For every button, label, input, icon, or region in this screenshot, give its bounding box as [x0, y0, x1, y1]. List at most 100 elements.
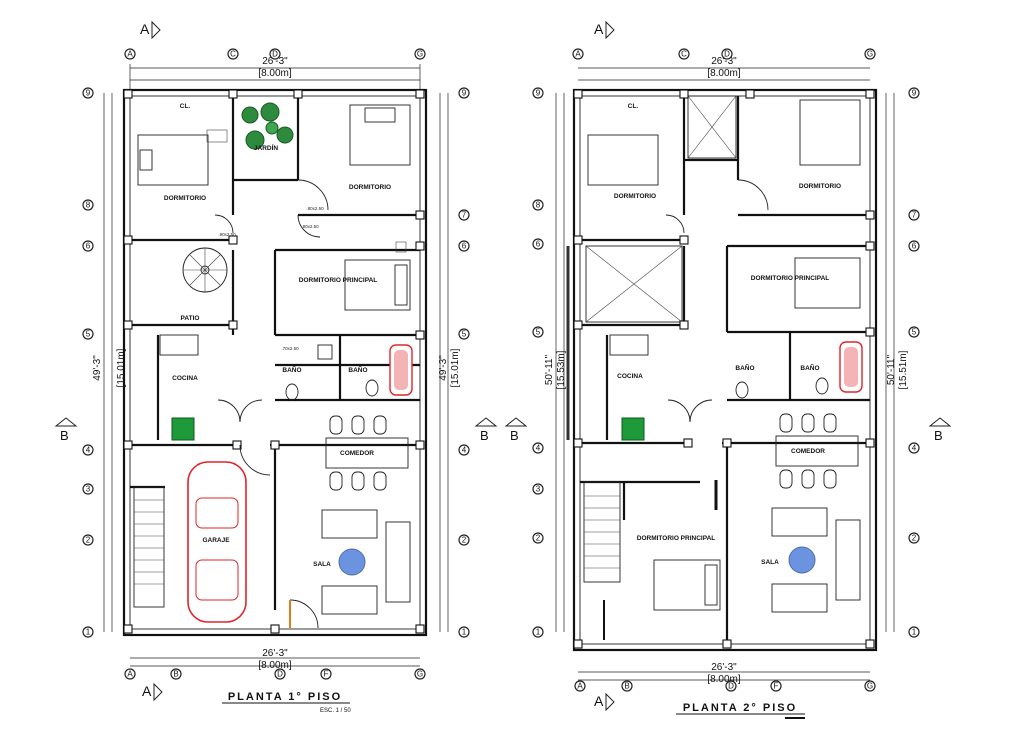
svg-text:3: 3	[86, 485, 91, 494]
svg-text:9: 9	[912, 89, 917, 98]
svg-text:B: B	[173, 670, 178, 679]
svg-text:3: 3	[536, 485, 541, 494]
svg-text:5: 5	[536, 328, 541, 337]
toilets	[285, 344, 379, 401]
room-comedor: COMEDOR	[340, 450, 374, 457]
svg-text:D: D	[724, 50, 730, 59]
svg-text:49'-3": 49'-3"	[92, 355, 103, 381]
svg-text:49'-3": 49'-3"	[438, 355, 449, 381]
svg-text:D: D	[277, 670, 283, 679]
bed-dormitorio-2	[349, 104, 411, 166]
svg-text:6: 6	[912, 242, 917, 251]
section-marker-a-bottom: A	[142, 682, 163, 702]
svg-text:4: 4	[86, 446, 91, 455]
walls-second-floor	[572, 88, 878, 652]
svg-text:G: G	[417, 670, 423, 679]
svg-text:D: D	[728, 682, 734, 691]
bathtub	[389, 344, 413, 396]
svg-text:[15.53m]: [15.53m]	[556, 350, 567, 389]
svg-text:F: F	[324, 670, 329, 679]
dimension-left-2: 50'-11" [15.53m]	[544, 93, 567, 632]
svg-text:8: 8	[86, 201, 91, 210]
beds-second-floor	[587, 99, 861, 611]
svg-text:2: 2	[536, 534, 541, 543]
living-room-furniture	[321, 509, 411, 615]
axis-bubbles-left-2: 9 8 6 5 4 3 2 1	[532, 87, 544, 638]
room-bano-1-2: BAÑO	[735, 363, 754, 372]
room-bano-2: BAÑO	[348, 365, 367, 374]
walls-first-floor	[122, 88, 428, 637]
svg-text:C: C	[230, 50, 236, 59]
room-dormitorio-2: DORMITORIO	[349, 184, 391, 191]
axis-bubbles-top: A C D G	[124, 48, 426, 60]
svg-text:7: 7	[462, 211, 467, 220]
svg-text:G: G	[417, 50, 423, 59]
plan-first-floor: A 26'-3" [8.00m] A C D G 9 8 6 5 4 3 2	[54, 20, 498, 714]
dimension-bottom-2: 26'-3" [8.00m]	[578, 662, 870, 685]
straight-stairs	[133, 486, 165, 608]
kitchen-fixtures-2	[609, 334, 649, 441]
room-dormitorio-1-2: DORMITORIO	[614, 193, 656, 200]
axis-bubbles-top-2: A C D G	[572, 48, 876, 60]
room-closet: CL.	[180, 103, 191, 110]
dimension-right-2: 50'-11" [15.51m]	[885, 93, 909, 632]
columns-second-floor	[573, 89, 875, 649]
svg-text:B: B	[480, 428, 489, 443]
spiral-staircase	[182, 247, 228, 293]
kitchen-fixtures	[159, 334, 199, 441]
section-marker-b-right-2: B	[928, 417, 952, 443]
svg-text:F: F	[774, 682, 779, 691]
svg-text:A: A	[594, 21, 604, 37]
living-room-furniture-2	[771, 507, 861, 613]
room-closet-2: CL.	[628, 103, 639, 110]
section-marker-b-left-2: B	[504, 417, 528, 443]
svg-text:26'-3": 26'-3"	[262, 56, 288, 67]
section-marker-a-bottom-2: A	[594, 692, 615, 712]
svg-text:A: A	[594, 693, 604, 709]
svg-text:26'-3": 26'-3"	[262, 648, 288, 659]
svg-text:B: B	[934, 428, 943, 443]
svg-text:1: 1	[536, 628, 541, 637]
svg-text:9: 9	[536, 89, 541, 98]
svg-text:[8.00m]: [8.00m]	[258, 68, 292, 79]
svg-text:A: A	[577, 682, 583, 691]
svg-text:.90x2.50: .90x2.50	[218, 232, 236, 237]
svg-text:2: 2	[912, 534, 917, 543]
svg-text:G: G	[867, 50, 873, 59]
svg-text:4: 4	[536, 444, 541, 453]
svg-text:[15.51m]: [15.51m]	[898, 350, 909, 389]
room-dormitorio-principal-lower: DORMITORIO PRINCIPAL	[637, 535, 716, 542]
dimension-bottom: 26'-3" [8.00m]	[130, 648, 420, 671]
section-marker-a-top-2: A	[594, 20, 615, 40]
room-dormitorio-principal: DORMITORIO PRINCIPAL	[299, 277, 378, 284]
dining-table	[325, 415, 409, 491]
room-sala-2: SALA	[761, 559, 779, 566]
svg-text:A: A	[140, 21, 150, 37]
dimension-top-2: 26'-3" [8.00m]	[578, 56, 870, 81]
plan-second-floor: A 26'-3" [8.00m] A C D G 9 8 6 5 4 3 2 1…	[504, 20, 952, 719]
axis-bubbles-right-2: 9 7 6 5 4 2 1	[908, 87, 920, 638]
svg-text:.70x2.50: .70x2.50	[281, 346, 299, 351]
svg-text:2: 2	[86, 536, 91, 545]
svg-text:.80x2.50: .80x2.50	[306, 206, 324, 211]
svg-text:9: 9	[86, 89, 91, 98]
dimension-left: 49'-3" [15.01m]	[92, 93, 127, 632]
svg-text:6: 6	[536, 240, 541, 249]
svg-text:7: 7	[912, 211, 917, 220]
svg-text:5: 5	[912, 328, 917, 337]
dimension-top: 26'-3" [8.00m]	[129, 56, 421, 90]
svg-text:B: B	[624, 682, 629, 691]
room-dormitorio-principal-2: DORMITORIO PRINCIPAL	[751, 275, 830, 282]
section-marker-a-top: A	[140, 20, 161, 40]
columns-first-floor	[123, 89, 425, 634]
svg-text:[8.00m]: [8.00m]	[707, 674, 741, 685]
straight-stairs-2	[583, 481, 621, 583]
svg-text:5: 5	[462, 330, 467, 339]
room-dormitorio-1: DORMITORIO	[164, 195, 206, 202]
svg-text:D: D	[272, 50, 278, 59]
room-bano-1: BAÑO	[282, 365, 301, 374]
section-marker-b-left: B	[54, 417, 78, 443]
svg-text:1: 1	[86, 628, 91, 637]
doors-second-floor	[603, 179, 769, 640]
